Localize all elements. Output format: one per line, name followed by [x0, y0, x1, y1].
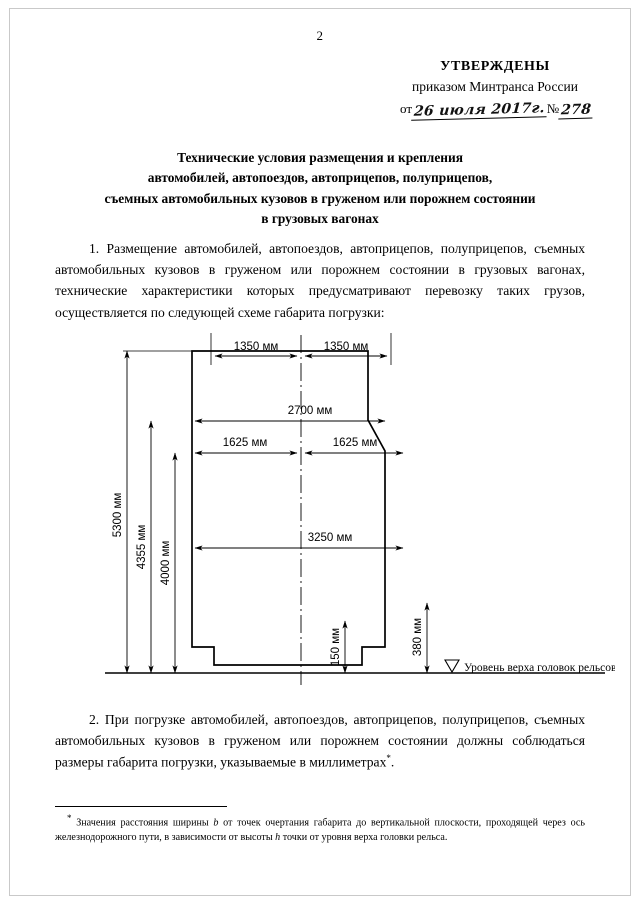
paragraph-2: 2. При погрузке автомобилей, автопоездов… [55, 712, 585, 770]
footnote-text: * Значения расстояния ширины b от точек … [55, 812, 585, 846]
approval-date-line: от 26 июля 2017г. № 278 [400, 99, 594, 121]
dimension-label-top-full: 2700 мм [288, 405, 333, 417]
rail-level-annotation: Уровень верха головок рельсов [444, 659, 615, 674]
document-title: Технические условия размещения и креплен… [55, 148, 585, 230]
date-handwritten-value: 26 июля 2017г. [411, 99, 548, 121]
dimension-height-upper: 4355 мм [136, 420, 154, 674]
date-prefix-label: от [400, 100, 413, 116]
number-handwritten-value: 278 [558, 101, 594, 120]
dimension-label-mid-right: 1625 мм [333, 437, 378, 449]
dimension-label-top-right: 1350 мм [324, 341, 369, 353]
footnote-symbol-h: h [275, 832, 281, 844]
dimension-label-height-shoulder: 4000 мм [160, 541, 172, 586]
title-line-3: съемных автомобильных кузовов в груженом… [104, 190, 536, 206]
gauge-outline [191, 350, 386, 666]
rail-level-label: Уровень верха головок рельсов [464, 662, 615, 674]
dimension-label-step-outer: 380 мм [412, 618, 424, 656]
footnote-part-3: точки от уровня верха головки рельса. [280, 832, 448, 844]
footnote-separator [55, 806, 227, 807]
dimension-top-halves: 1350 мм 1350 мм [210, 333, 392, 365]
paragraph-2-footnote-mark: * [386, 753, 391, 764]
page-number: 2 [316, 28, 324, 43]
dimension-label-height-total: 5300 мм [112, 493, 124, 538]
footnote-part-2: от точек очертания габарита до вертикаль… [55, 817, 585, 844]
title-line-4: в грузовых вагонах [261, 211, 379, 227]
dimension-label-height-upper: 4355 мм [136, 525, 148, 570]
approval-block: УТВЕРЖДЕНЫ приказом Минтранса России от … [400, 57, 594, 121]
footnote-part-1: Значения расстояния ширины [76, 817, 214, 829]
paragraph-2-text: 2. При погрузке автомобилей, автопоездов… [55, 712, 585, 770]
dimension-height-shoulder: 4000 мм [160, 452, 178, 674]
approval-organization: приказом Минтранса России [412, 79, 578, 95]
dimension-label-mid-left: 1625 мм [223, 437, 268, 449]
dimension-label-top-left: 1350 мм [234, 341, 279, 353]
dimension-label-step-inner: 150 мм [330, 628, 342, 666]
dimension-height-total: 5300 мм [112, 350, 213, 674]
footnote-block: * Значения расстояния ширины b от точек … [55, 806, 585, 846]
footnote-mark: * [67, 813, 72, 823]
dimension-top-full: 2700 мм [194, 405, 386, 424]
paragraph-1: 1. Размещение автомобилей, автопоездов, … [55, 241, 585, 320]
dimension-step-outer: 380 мм [412, 602, 430, 674]
dimension-mid-full: 3250 мм [194, 532, 404, 551]
dimension-step-inner: 150 мм [330, 620, 348, 674]
footnote-symbol-b: b [213, 817, 219, 829]
dimension-mid-halves: 1625 мм 1625 мм [194, 437, 404, 456]
number-prefix-label: № [546, 100, 560, 116]
title-line-1: Технические условия размещения и креплен… [177, 150, 463, 165]
title-line-2: автомобилей, автопоездов, автоприцепов, … [147, 170, 493, 186]
approval-heading: УТВЕРЖДЕНЫ [440, 59, 550, 74]
loading-gauge-diagram: 1350 мм 1350 мм 2700 мм 1625 мм 1625 мм … [45, 325, 615, 695]
dimension-label-mid-full: 3250 мм [308, 532, 353, 544]
